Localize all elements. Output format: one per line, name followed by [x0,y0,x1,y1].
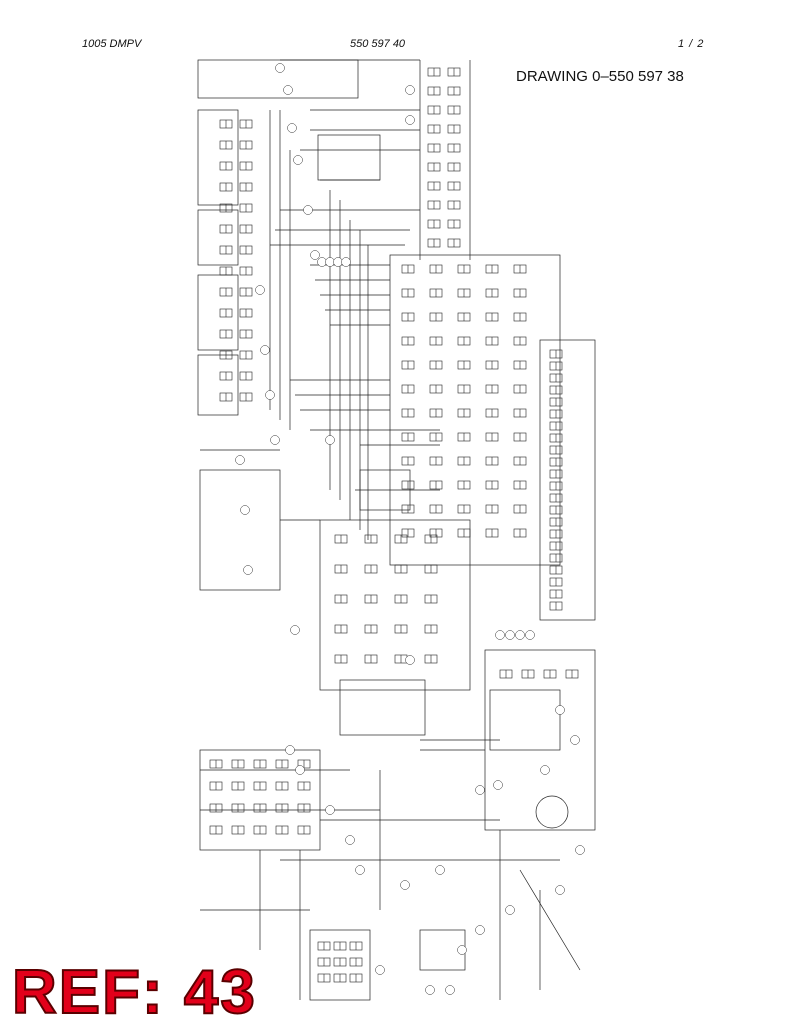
left-control-group-2 [197,209,239,266]
callout-circle [325,257,335,267]
callout-circle [355,865,365,875]
callout-circle [475,785,485,795]
callout-circle [475,925,485,935]
callout-circle [325,805,335,815]
callout-circle [283,85,293,95]
boom-valve-block [359,469,411,511]
callout-circle [405,115,415,125]
callout-circle [570,735,580,745]
callout-circle [265,390,275,400]
callout-circle [405,85,415,95]
callout-circle [240,505,250,515]
pilot-valve-box [317,134,381,181]
callout-circle [457,945,467,955]
drawing-title: DRAWING 0–550 597 38 [516,68,684,85]
callout-circle [270,435,280,445]
drill-bit-circuit [309,929,371,1001]
callout-circle [341,257,351,267]
callout-circle [495,630,505,640]
callout-circle [255,285,265,295]
callout-circle [293,155,303,165]
callout-circle [325,435,335,445]
callout-circle [333,257,343,267]
callout-circle [310,250,320,260]
header-page-number: 1 / 2 [678,38,705,50]
callout-circle [493,780,503,790]
callout-circle [505,630,515,640]
callout-circle [235,455,245,465]
callout-circle [275,63,285,73]
callout-circle [317,257,327,267]
left-control-group-3 [197,274,239,351]
left-control-group-1 [197,109,239,206]
callout-circle [260,345,270,355]
callout-circle [575,845,585,855]
reference-label: REF: 43 [11,958,257,1027]
supply-block [197,59,359,99]
callout-circle [525,630,535,640]
hydraulic-control-module [319,519,471,691]
pump-motor-circle [535,795,569,829]
callout-circle [303,205,313,215]
drilling-control-panel [199,469,281,591]
callout-circle [425,985,435,995]
callout-circle [540,765,550,775]
callout-circle [435,865,445,875]
callout-circle [555,885,565,895]
callout-circle [287,123,297,133]
callout-circle [290,625,300,635]
callout-circle [285,745,295,755]
callout-circle [400,880,410,890]
callout-circle [295,765,305,775]
hydraulic-schematic [197,59,596,1001]
callout-circle [445,985,455,995]
header-model: 1005 DMPV [82,38,142,50]
return-bank [539,339,596,621]
header-document-number: 550 597 40 [350,38,406,50]
callout-circle [243,565,253,575]
callout-circle [375,965,385,975]
callout-circle [515,630,525,640]
callout-circle [405,655,415,665]
valve-manifold-right [389,254,561,566]
callout-circle [345,835,355,845]
callout-circle [555,705,565,715]
left-control-group-4 [197,354,239,416]
steering-cylinder-block [339,679,426,736]
callout-circle [505,905,515,915]
